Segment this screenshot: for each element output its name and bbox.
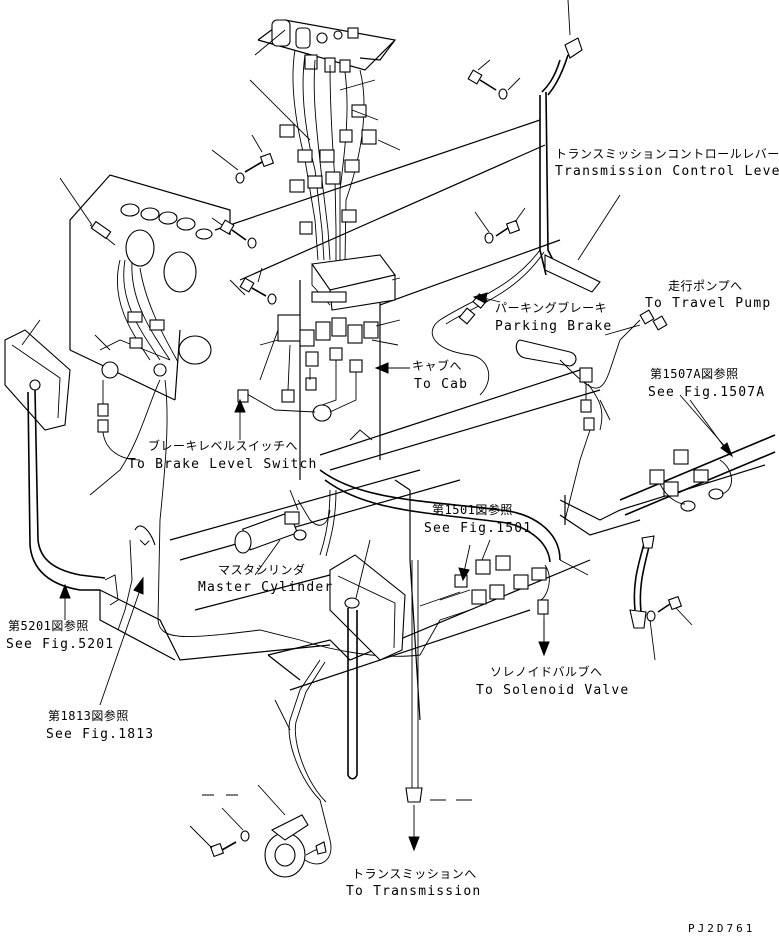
gauge-icon	[158, 211, 178, 225]
gauge-icon	[125, 229, 155, 267]
arrows	[59, 292, 734, 852]
washer-icon	[498, 88, 508, 100]
gauge-icon	[140, 207, 160, 221]
arrow-left-icon	[472, 292, 488, 304]
trans-control-jp-label: トランスミッションコントロールレバー	[555, 147, 779, 161]
brake-level-en-label: To Brake Level Switch	[128, 457, 318, 472]
washer-icon	[240, 830, 250, 842]
right-mirror	[329, 539, 406, 780]
solenoid-jp-label: ソレノイドバルブへ	[490, 664, 603, 679]
gauge-icon	[163, 251, 197, 293]
bolt-icon	[219, 219, 247, 241]
left-mirror	[4, 319, 106, 591]
relay-icon	[277, 314, 301, 342]
fasteners	[189, 59, 693, 858]
fig1501-jp-label: 第1501図参照	[432, 502, 513, 517]
travel-pump-jp-label: 走行ポンプへ	[668, 279, 743, 293]
washer-icon	[484, 232, 494, 244]
right-harness	[619, 399, 776, 629]
gauge-icon	[195, 228, 213, 240]
parking-brake-assembly	[515, 309, 668, 521]
bolt-icon	[495, 219, 521, 237]
fig5201-jp-label: 第5201図参照	[8, 618, 89, 633]
arrow-up-icon	[59, 583, 71, 599]
fig1501-en-label: See Fig.1501	[424, 521, 532, 536]
horn-assembly	[257, 659, 332, 878]
solenoid-en-label: To Solenoid Valve	[476, 683, 629, 698]
fig1813-en-label: See Fig.1813	[46, 727, 154, 742]
bolt-icon	[244, 152, 275, 173]
washer-icon	[235, 172, 245, 184]
trans-control-en-label: Transmission Control Lever	[555, 164, 779, 179]
transmission-en-label: To Transmission	[346, 884, 481, 899]
relay-board	[249, 19, 401, 263]
instrument-panel	[59, 177, 471, 657]
main-harness	[319, 469, 589, 640]
parking-jp-label: パーキングブレーキ	[495, 300, 607, 315]
master-jp-label: マスタシリンダ	[218, 562, 306, 577]
bolt-icon	[209, 841, 237, 858]
arrow-down-icon	[458, 567, 470, 582]
transmission-cable	[405, 560, 472, 803]
gauge-icon	[178, 335, 212, 365]
master-en-label: Master Cylinder	[198, 580, 333, 595]
arrow-down-icon	[408, 836, 420, 852]
junction-block	[237, 254, 401, 441]
gauge-icon	[176, 217, 196, 231]
arrow-up-icon	[133, 576, 144, 595]
arrow-up-icon	[234, 398, 246, 413]
fig1813-jp-label: 第1813図参照	[48, 708, 129, 723]
bolt-icon	[467, 69, 497, 91]
transmission-control-lever	[431, 0, 621, 396]
transmission-jp-label: トランスミッションへ	[352, 867, 477, 881]
parking-en-label: Parking Brake	[495, 319, 612, 334]
arrow-down-icon	[538, 641, 550, 657]
cab-jp-label: キャブへ	[412, 358, 462, 373]
arrow-down-icon	[720, 442, 734, 458]
bolt-icon	[657, 595, 683, 613]
fig1507a-en-label: See Fig.1507A	[648, 385, 765, 400]
gauge-icon	[120, 203, 140, 217]
fig1507a-jp-label: 第1507A図参照	[650, 366, 739, 381]
connector-icon	[237, 389, 249, 403]
washer-icon	[247, 237, 257, 249]
travel-pump-en-label: To Travel Pump	[645, 296, 771, 311]
arrow-left-icon	[374, 362, 389, 374]
brake-level-jp-label: ブレーキレベルスイッチへ	[148, 438, 298, 453]
washer-icon	[646, 610, 656, 622]
master-cylinder	[234, 489, 331, 576]
washer-icon	[267, 293, 277, 305]
text-labels: トランスミッションコントロールレバー Transmission Control …	[6, 147, 779, 935]
cab-en-label: To Cab	[414, 377, 468, 392]
fig5201-en-label: See Fig.5201	[6, 637, 114, 652]
drawing-code: PJ2D761	[688, 922, 755, 935]
bolt-icon	[239, 277, 267, 297]
left-lower-parts	[104, 525, 156, 631]
